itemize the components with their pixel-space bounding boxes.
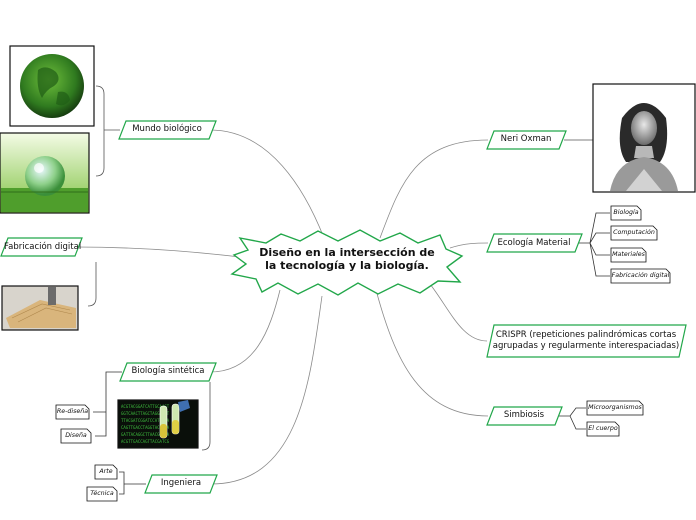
crispr-topic-shape bbox=[486, 324, 687, 358]
link-crispr bbox=[429, 283, 488, 342]
svg-text:GATTACAGGCTTAACGGTCA: GATTACAGGCTTAACGGTCA bbox=[121, 432, 170, 437]
topic-mundo-biologico[interactable]: Mundo biológico bbox=[132, 124, 202, 134]
central-topic-title[interactable]: Diseño en la intersección de la tecnolog… bbox=[259, 246, 435, 272]
topic-crispr[interactable]: CRISPR (repeticiones palindrómicas corta… bbox=[490, 330, 682, 352]
moss-globe-image bbox=[9, 45, 95, 127]
cuerpo-subtopic-shape bbox=[586, 421, 620, 437]
subtopic-arte[interactable]: Arte bbox=[99, 468, 113, 475]
computacion-subtopic-shape bbox=[610, 225, 658, 241]
svg-text:CAGTTGACCTAGGTACGTTA: CAGTTGACCTAGGTACGTTA bbox=[121, 425, 170, 430]
subtopic-microorganismos[interactable]: Microorganismos bbox=[588, 404, 642, 411]
link-mundo bbox=[209, 129, 325, 239]
topic-biologia-sintetica[interactable]: Biología sintética bbox=[131, 366, 205, 376]
subtopic-disena[interactable]: Diseña bbox=[65, 432, 87, 439]
water-globe-image bbox=[0, 132, 90, 214]
fabricacion-image-bracket bbox=[87, 262, 97, 307]
portrait-image bbox=[592, 83, 696, 193]
topic-fabricacion-digital[interactable]: Fabricación digital bbox=[4, 242, 82, 252]
link-simbiosis bbox=[375, 289, 489, 417]
test-tubes-image: ACGTACGGATCATTGCAAGT GGTCAACTTAGCTAGGACC… bbox=[117, 399, 199, 449]
biologia-subtopic-shape bbox=[610, 205, 642, 221]
simbiosis-topic-shape bbox=[486, 406, 563, 426]
topic-ecologia-material[interactable]: Ecología Material bbox=[497, 238, 571, 248]
subtopic-computacion[interactable]: Computación bbox=[613, 229, 655, 236]
redisena-subtopic-shape bbox=[55, 404, 90, 420]
subtopic-tecnica[interactable]: Técnica bbox=[90, 490, 114, 497]
materiales-subtopic-shape bbox=[610, 247, 647, 263]
simbiosis-children-bracket bbox=[556, 407, 586, 430]
tecnica-subtopic-shape bbox=[86, 486, 118, 502]
ingeniera-children-bracket bbox=[119, 471, 146, 495]
topic-neri-oxman[interactable]: Neri Oxman bbox=[500, 134, 552, 144]
disena-subtopic-shape bbox=[60, 428, 92, 444]
arte-subtopic-shape bbox=[94, 464, 118, 480]
svg-text:GGTCAACTTAGCTAGGACCT: GGTCAACTTAGCTAGGACCT bbox=[121, 411, 170, 416]
link-ecologia bbox=[449, 242, 489, 249]
central-topic-shape bbox=[230, 229, 464, 296]
biologia-image-bracket bbox=[201, 382, 211, 451]
microorganismos-subtopic-shape bbox=[586, 400, 644, 416]
mundo-image-bracket bbox=[95, 85, 120, 177]
subtopic-redisena[interactable]: Re-diseña bbox=[56, 408, 89, 415]
link-fabricacion bbox=[75, 246, 249, 259]
ingeniera-topic-shape bbox=[144, 474, 218, 494]
svg-text:ACGTACGGATCATTGCAAGT: ACGTACGGATCATTGCAAGT bbox=[121, 404, 170, 409]
fabricacion-digital-subtopic-shape bbox=[610, 268, 671, 284]
topic-simbiosis[interactable]: Simbiosis bbox=[503, 410, 545, 420]
subtopic-fabricacion-digital[interactable]: Fabricación digital bbox=[611, 272, 670, 279]
fabrication-image bbox=[1, 285, 79, 331]
link-ingeniera bbox=[210, 295, 323, 485]
mundo-topic-shape bbox=[118, 120, 217, 140]
neri-topic-shape bbox=[486, 130, 567, 150]
topic-ingeniera[interactable]: Ingeniera bbox=[160, 478, 202, 488]
biologia-children-bracket bbox=[93, 371, 122, 437]
svg-text:ACGTTGACCAGTTACGATCG: ACGTTGACCAGTTACGATCG bbox=[121, 439, 170, 444]
subtopic-materiales[interactable]: Materiales bbox=[612, 251, 645, 258]
link-neri bbox=[379, 139, 489, 239]
subtopic-biologia[interactable]: Biología bbox=[613, 209, 639, 216]
link-biologia-sintetica bbox=[209, 289, 281, 373]
ecologia-children-bracket bbox=[576, 212, 610, 277]
ecologia-topic-shape bbox=[486, 233, 583, 253]
fabricacion-topic-shape bbox=[0, 237, 83, 257]
biologia-sintetica-topic-shape bbox=[119, 362, 217, 382]
crispr-line-1: CRISPR (repeticiones palindrómicas corta… bbox=[495, 330, 677, 340]
crispr-line-2: agrupadas y regularmente interespaciadas… bbox=[492, 341, 680, 351]
svg-text:TTACGATCGGATCCATGCAA: TTACGATCGGATCCATGCAA bbox=[121, 418, 170, 423]
subtopic-el-cuerpo[interactable]: El cuerpo bbox=[588, 425, 618, 432]
